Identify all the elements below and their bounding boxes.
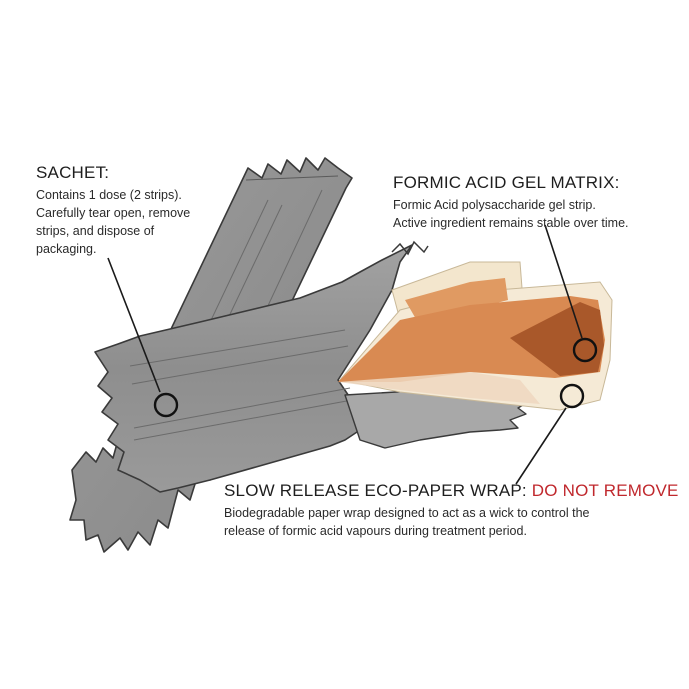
callout-circle-marker bbox=[559, 383, 585, 409]
sachet-line: Contains 1 dose (2 strips). bbox=[36, 188, 182, 202]
callout-circle-marker bbox=[153, 392, 179, 418]
paper-wrap-line: Biodegradable paper wrap designed to act… bbox=[224, 506, 590, 520]
gel-matrix-heading: FORMIC ACID GEL MATRIX: bbox=[393, 173, 620, 192]
callout-lines bbox=[107, 224, 583, 485]
paper-wrap-heading: SLOW RELEASE ECO-PAPER WRAP: DO NOT REMO… bbox=[224, 481, 679, 501]
paper-wrap-description: Biodegradable paper wrap designed to act… bbox=[224, 504, 679, 540]
do-not-remove-warning: DO NOT REMOVE bbox=[531, 481, 679, 500]
sachet-callout: SACHET: Contains 1 dose (2 strips). Care… bbox=[36, 163, 190, 258]
gel-matrix-description: Formic Acid polysaccharide gel strip. Ac… bbox=[393, 196, 629, 232]
paper-wrap-line: release of formic acid vapours during tr… bbox=[224, 524, 527, 538]
sachet-line: Carefully tear open, remove bbox=[36, 206, 191, 220]
sachet-description: Contains 1 dose (2 strips). Carefully te… bbox=[36, 186, 190, 258]
gel-matrix-line: Active ingredient remains stable over ti… bbox=[393, 216, 629, 230]
gel-matrix-callout: FORMIC ACID GEL MATRIX: Formic Acid poly… bbox=[393, 173, 629, 232]
paper-wrap-callout: SLOW RELEASE ECO-PAPER WRAP: DO NOT REMO… bbox=[224, 481, 679, 540]
sachet-line: packaging. bbox=[36, 242, 97, 256]
paper-wrap-title: SLOW RELEASE ECO-PAPER WRAP: bbox=[224, 481, 527, 500]
sachet-front bbox=[94, 240, 429, 493]
callout-markers bbox=[153, 337, 598, 418]
gel-matrix-line: Formic Acid polysaccharide gel strip. bbox=[393, 198, 596, 212]
sachet-line: strips, and dispose of bbox=[36, 224, 155, 238]
sachet-heading: SACHET: bbox=[36, 163, 110, 182]
callout-circle-marker bbox=[572, 337, 598, 363]
gel-strips bbox=[338, 278, 605, 404]
